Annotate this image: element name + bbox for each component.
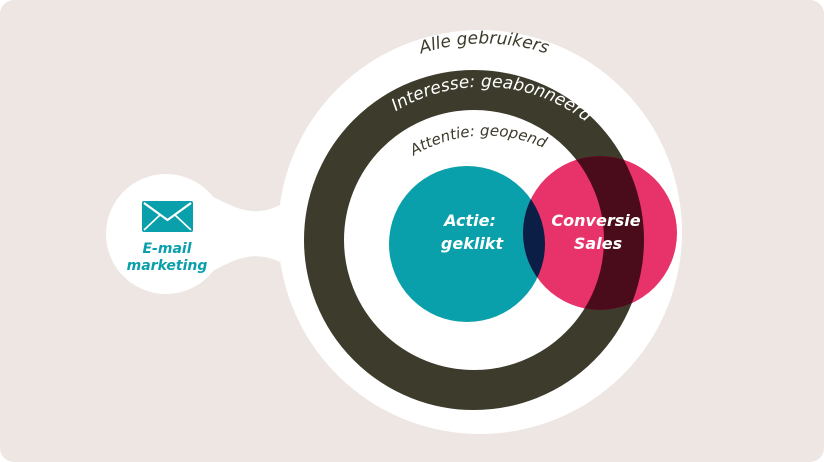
email-label-line1: E-mail [142, 241, 191, 257]
conversion-label-line2: Sales [574, 234, 622, 253]
action-label-line1: Actie: [442, 211, 496, 230]
ring-conversion-overlap [523, 156, 644, 310]
envelope-icon [142, 201, 193, 232]
conversion-label-line1: Conversie [551, 211, 640, 230]
email-label-line2: marketing [127, 258, 208, 274]
action-label-line2: geklikt [441, 234, 505, 253]
action-circle [389, 166, 545, 322]
email-source-disc [106, 174, 226, 294]
